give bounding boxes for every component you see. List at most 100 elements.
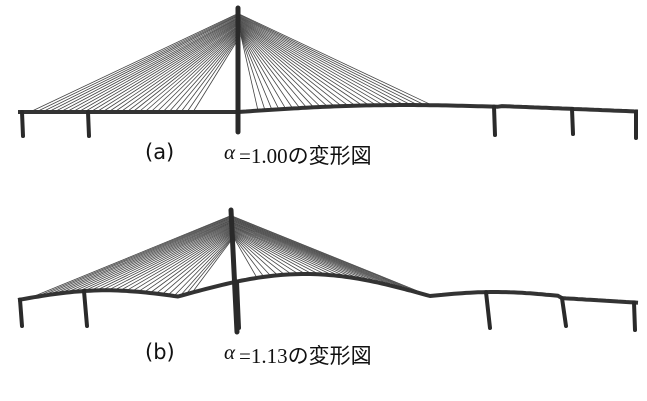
stay-cable [102, 23, 239, 113]
stay-cable [240, 31, 294, 109]
bridge-deck-b [17, 272, 639, 305]
stay-cable [156, 30, 240, 113]
stay-cable [233, 234, 285, 276]
stay-cable [53, 218, 231, 295]
stay-cable [126, 26, 240, 113]
pier [86, 110, 91, 138]
stay-cable [132, 27, 240, 113]
stay-cable [232, 220, 396, 288]
stay-cable [231, 215, 431, 297]
stay-cable [239, 24, 349, 107]
stay-cables-a [29, 13, 433, 113]
stay-cable [232, 222, 375, 283]
caption-label: (a) [145, 140, 175, 164]
stay-cable [239, 18, 391, 106]
stay-cable [191, 237, 234, 293]
stay-cable [232, 224, 361, 280]
deck-girder [18, 103, 639, 114]
stay-cable [29, 215, 231, 299]
stay-cable [53, 16, 238, 113]
stay-cable [108, 24, 239, 113]
stay-cable [186, 34, 241, 113]
stay-cable [89, 223, 232, 292]
bridge-drawing-b [17, 207, 639, 335]
stay-cable [137, 230, 233, 293]
pylon-b [228, 207, 240, 335]
stay-cable [240, 35, 259, 111]
stay-cable [143, 231, 233, 293]
stay-cable [232, 227, 341, 277]
stay-cable [78, 20, 239, 113]
bridge-deck-a [18, 103, 639, 114]
stay-cable [239, 19, 384, 106]
stay-cable [174, 33, 241, 113]
stay-cable [107, 226, 232, 291]
stay-cable [239, 26, 328, 107]
stay-cable [239, 17, 405, 106]
piers-b [18, 279, 637, 332]
stay-cable [240, 28, 314, 108]
stay-cable [138, 28, 240, 113]
stay-cable [239, 25, 342, 107]
stay-cable [232, 218, 410, 291]
pier [570, 106, 575, 136]
stay-cable [232, 219, 403, 289]
stay-cable [83, 222, 232, 292]
stay-cable [35, 14, 238, 113]
stay-cable [95, 224, 232, 291]
stay-cable [232, 221, 382, 284]
stay-cable [233, 231, 306, 275]
stay-cable [90, 21, 239, 113]
stay-cable [239, 16, 412, 106]
deformation-figure-a: (a) α =1.00の変形図 [0, 0, 647, 200]
stay-cable [59, 219, 231, 294]
stay-cable [41, 15, 238, 113]
stay-cable [180, 34, 241, 113]
stay-cable [144, 29, 240, 113]
pier [82, 289, 89, 328]
stay-cable [65, 220, 231, 293]
pier [18, 297, 24, 328]
stay-cable [60, 17, 238, 113]
deck-girder [17, 272, 639, 305]
stay-cable [233, 230, 313, 275]
stay-cable [179, 236, 234, 297]
stay-cable [238, 13, 433, 106]
stay-cable [120, 25, 239, 113]
stay-cable [233, 235, 279, 276]
alpha-symbol: α [224, 140, 236, 164]
stay-cable [240, 34, 273, 110]
stay-cable [167, 234, 233, 296]
stay-cable [71, 221, 231, 293]
stay-cable [96, 22, 239, 113]
pier [492, 104, 497, 137]
stay-cable [101, 225, 232, 291]
stay-cable [232, 227, 334, 276]
stay-cable [173, 235, 233, 297]
stay-cable [239, 15, 419, 106]
stay-cable [125, 228, 233, 292]
stay-cable [232, 226, 348, 278]
pylon [228, 207, 240, 335]
stay-cable [35, 216, 231, 298]
stay-cable [240, 29, 308, 108]
stay-cable [232, 225, 355, 279]
stay-cable [233, 228, 327, 276]
stay-cable [233, 233, 292, 275]
stay-cable [47, 218, 231, 296]
caption-text: =1.00の変形図 [239, 144, 372, 168]
piers-a [20, 104, 638, 140]
stay-cable [238, 14, 426, 106]
stay-cable [233, 235, 272, 277]
stay-cable [41, 217, 231, 297]
stay-cable [162, 31, 240, 113]
stay-cable [239, 18, 398, 106]
bridge-drawing-a [18, 5, 639, 140]
alpha-symbol: α [224, 340, 236, 364]
pier [20, 110, 25, 138]
stay-cable [239, 23, 356, 107]
stay-cable [29, 13, 238, 113]
stay-cable [131, 229, 233, 292]
stay-cable [233, 237, 258, 279]
caption-text: =1.13の変形図 [239, 344, 372, 368]
